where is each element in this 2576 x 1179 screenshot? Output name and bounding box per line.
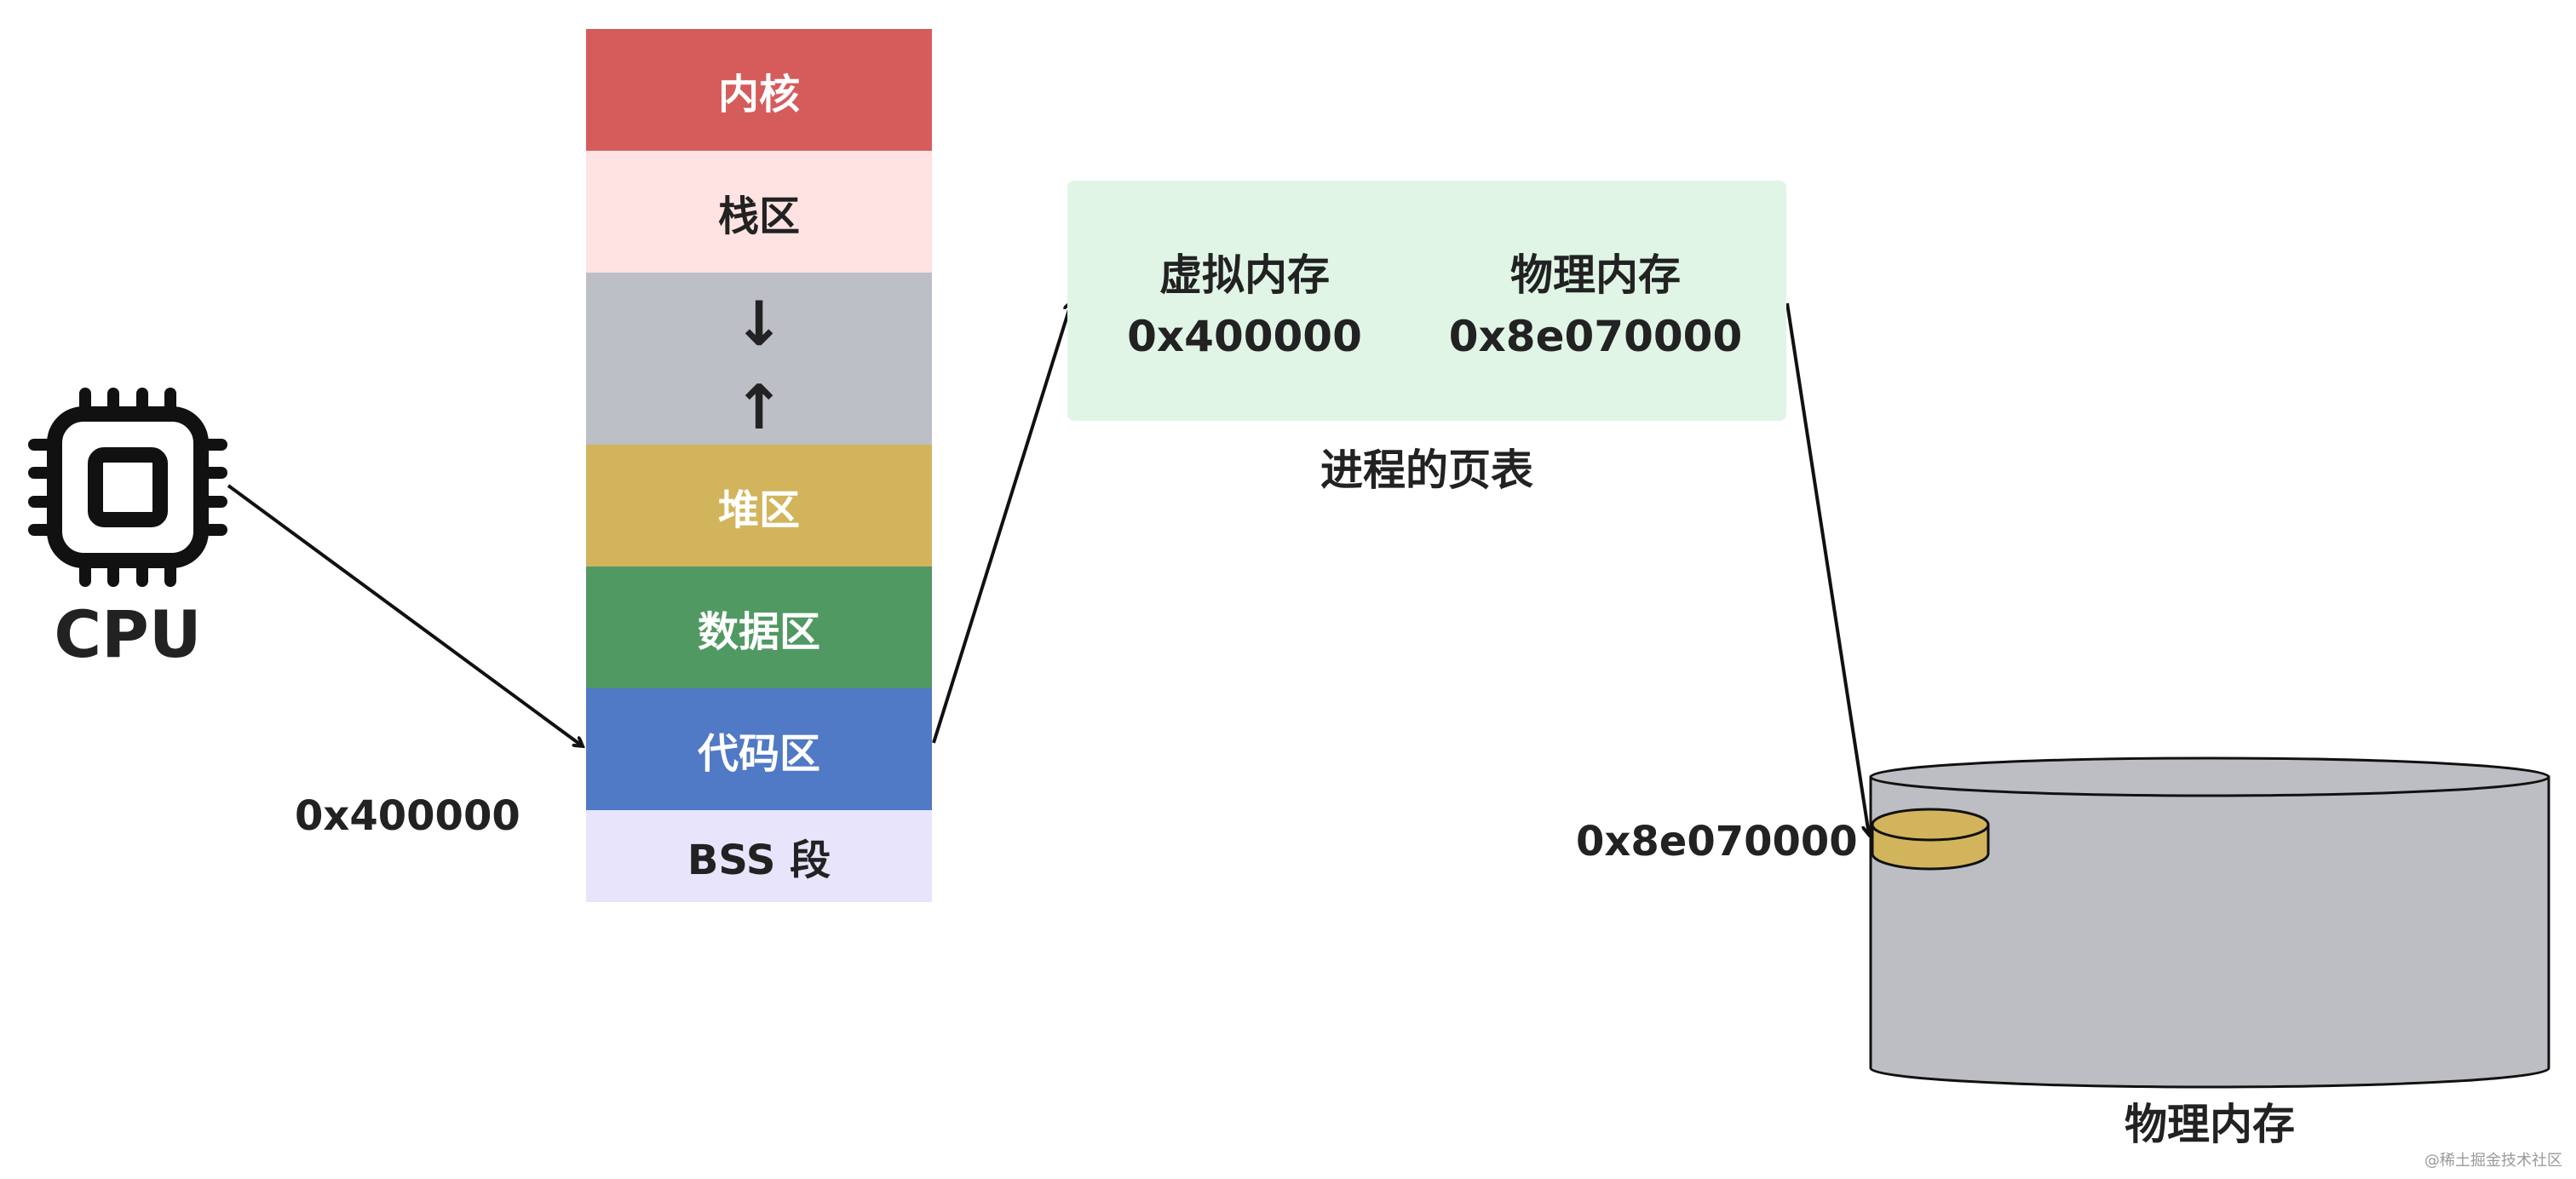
watermark: @稀土掘金技术社区: [2424, 1152, 2562, 1170]
virtual-memory-layout: 内核 栈区 ↓ ↑ 堆区 数据区 代码区 BSS 段: [586, 29, 932, 902]
segment-bss: BSS 段: [586, 810, 932, 902]
segment-heap: 堆区: [586, 445, 932, 566]
segment-label: 堆区: [717, 486, 800, 534]
physical-memory-caption: 物理内存: [2125, 1100, 2295, 1149]
memory-block: [1871, 808, 1990, 871]
arrow-down-icon: ↓: [733, 288, 785, 359]
virtual-memory-value: 0x400000: [1127, 311, 1362, 361]
physical-memory-header: 物理内存: [1510, 250, 1681, 300]
page-table-caption: 进程的页表: [1320, 446, 1533, 495]
cpu-chip-icon: [28, 388, 227, 587]
physical-address-label: 0x8e070000: [1576, 818, 1858, 866]
page-table-virtual-column: 虚拟内存 0x400000: [1074, 249, 1415, 371]
physical-memory-disk: [1869, 756, 2550, 1089]
page-table-physical-column: 物理内存 0x8e070000: [1425, 249, 1766, 371]
segment-data: 数据区: [586, 566, 932, 688]
virtual-address-label: 0x400000: [295, 792, 520, 840]
segment-label: 数据区: [697, 607, 820, 656]
code-to-pagetable-arrow: [932, 302, 1072, 744]
arrow-up-icon: ↑: [733, 371, 785, 443]
segment-stack: 栈区: [586, 151, 932, 273]
segment-label: BSS 段: [687, 837, 831, 884]
segment-label: 栈区: [717, 192, 800, 240]
segment-code: 代码区: [586, 688, 932, 810]
virtual-memory-header: 虚拟内存: [1159, 250, 1330, 300]
segment-label: 内核: [717, 70, 800, 118]
segment-label: 代码区: [697, 729, 820, 778]
cpu-label: CPU: [54, 596, 202, 672]
physical-memory-value: 0x8e070000: [1448, 311, 1743, 361]
segment-kernel: 内核: [586, 29, 932, 151]
segment-gap: ↓ ↑: [586, 273, 932, 445]
page-table: 虚拟内存 0x400000 物理内存 0x8e070000: [1067, 181, 1786, 421]
cpu-to-code-arrow: [227, 484, 583, 746]
pagetable-to-physical-arrow: [1785, 302, 1869, 835]
